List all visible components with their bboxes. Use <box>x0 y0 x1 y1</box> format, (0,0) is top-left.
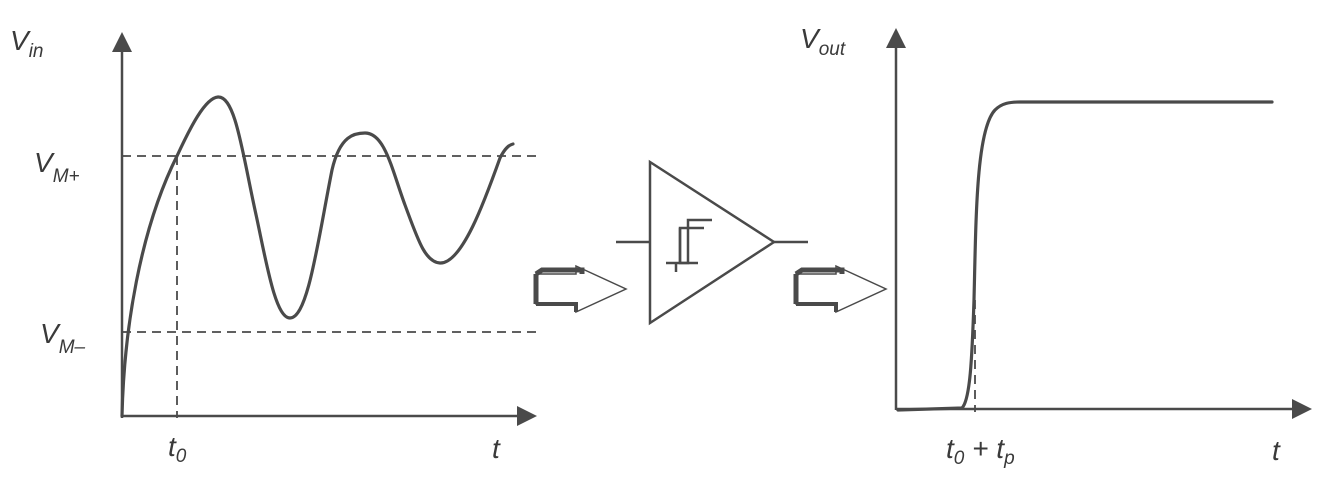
output-y-label: Vout <box>800 23 846 60</box>
input-x-axis-arrowhead <box>517 406 537 426</box>
hollow-right-arrow-icon <box>533 264 628 314</box>
input-x-label: t <box>492 433 501 464</box>
input-waveform <box>120 95 515 418</box>
schmitt-trigger-comparator-icon <box>616 159 808 326</box>
input-y-label: Vin <box>10 25 43 62</box>
output-plot: Vout t0 + tp t <box>800 23 1312 469</box>
input-plot: Vin VM+ VM– t0 t <box>10 25 540 467</box>
output-x-axis-arrowhead <box>1292 399 1312 419</box>
threshold-high-label: VM+ <box>34 147 80 187</box>
delay-label: t0 + tp <box>946 433 1015 469</box>
output-x-label: t <box>1272 435 1281 466</box>
t0-label: t0 <box>168 431 187 467</box>
output-y-axis-arrowhead <box>886 28 906 48</box>
threshold-low-label: VM– <box>40 318 86 358</box>
input-y-axis-arrowhead <box>112 32 132 52</box>
output-waveform <box>896 100 1274 412</box>
hollow-right-arrow-icon <box>793 264 888 314</box>
